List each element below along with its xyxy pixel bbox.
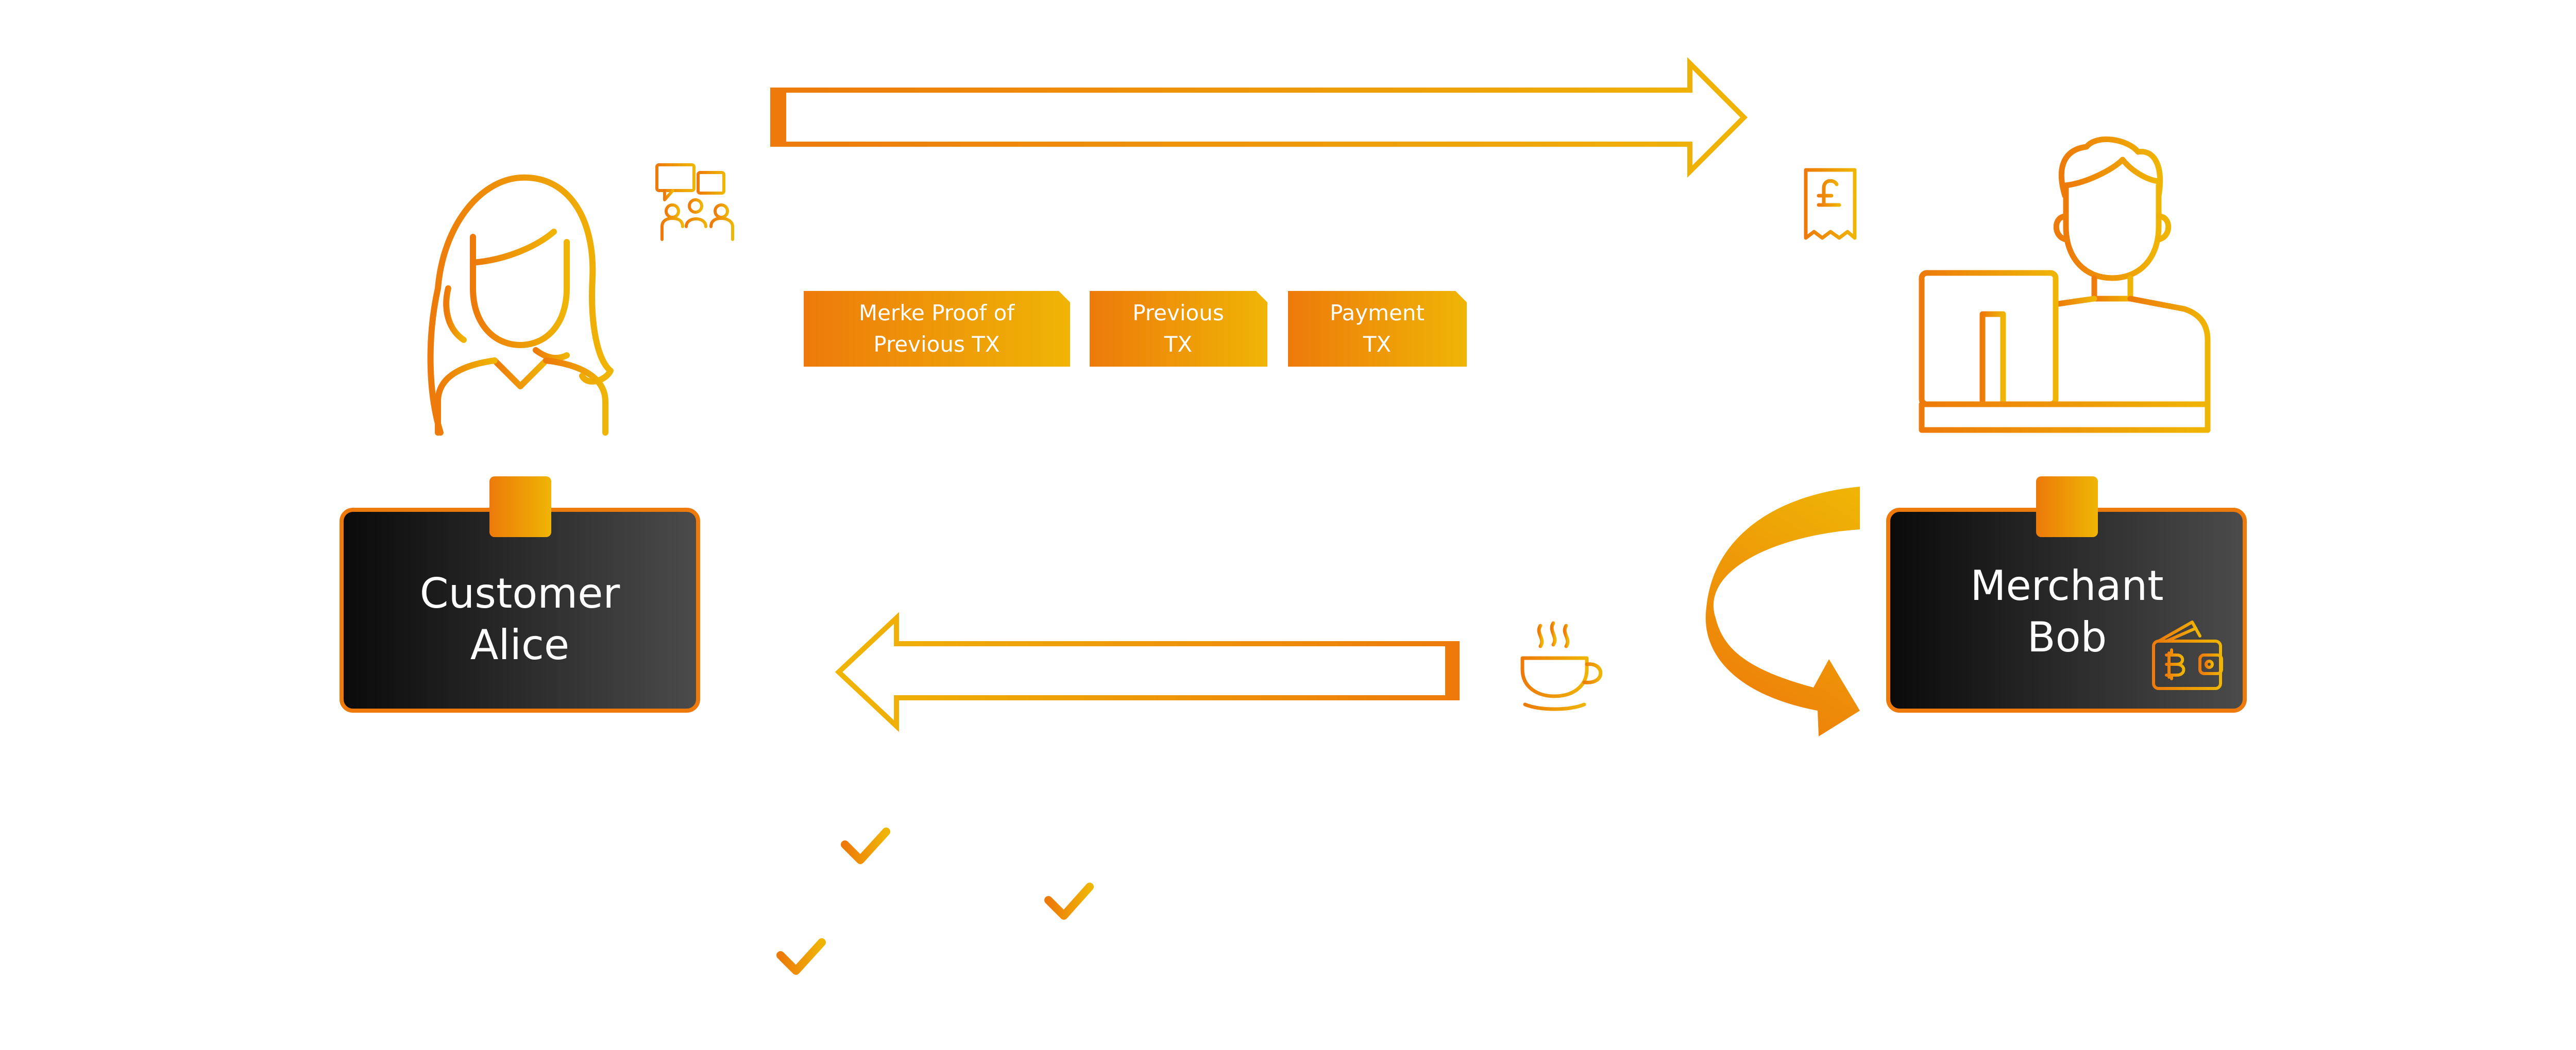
coffee-cup-icon: [1520, 621, 1603, 711]
check-icon: [776, 938, 826, 975]
arrow-to-customer: [835, 612, 1460, 732]
customer-label-line1: Customer: [420, 570, 620, 617]
tag-previous-tx-line2: TX: [1164, 332, 1192, 357]
merchant-person-computer-icon: [1919, 136, 2211, 433]
merchant-node: Merchant Bob: [1886, 476, 2247, 713]
merchant-label-line2: Bob: [2027, 613, 2107, 661]
receipt-pound-icon: [1804, 168, 1857, 240]
check-icon: [1044, 883, 1094, 920]
tag-previous-tx-line1: Previous: [1132, 300, 1224, 325]
curved-return-arrow: [1705, 487, 1860, 736]
tag-merkle-proof: Merke Proof of Previous TX: [804, 291, 1070, 367]
customer-node: Customer Alice: [340, 476, 700, 713]
customer-label-line2: Alice: [470, 621, 569, 669]
arrow-to-merchant: [770, 57, 1748, 178]
tag-payment-tx: Payment TX: [1288, 291, 1467, 367]
bitcoin-wallet-icon: [2152, 621, 2223, 690]
tag-payment-tx-line2: TX: [1363, 332, 1391, 357]
tag-merkle-proof-line1: Merke Proof of: [859, 300, 1015, 325]
chat-meeting-icon: [654, 163, 738, 241]
check-icon: [841, 828, 890, 864]
customer-person-icon: [427, 174, 614, 436]
merchant-label-line1: Merchant: [1970, 562, 2163, 610]
tag-payment-tx-line1: Payment: [1330, 300, 1425, 325]
tag-previous-tx: Previous TX: [1090, 291, 1267, 367]
tag-merkle-proof-line2: Previous TX: [873, 332, 999, 357]
